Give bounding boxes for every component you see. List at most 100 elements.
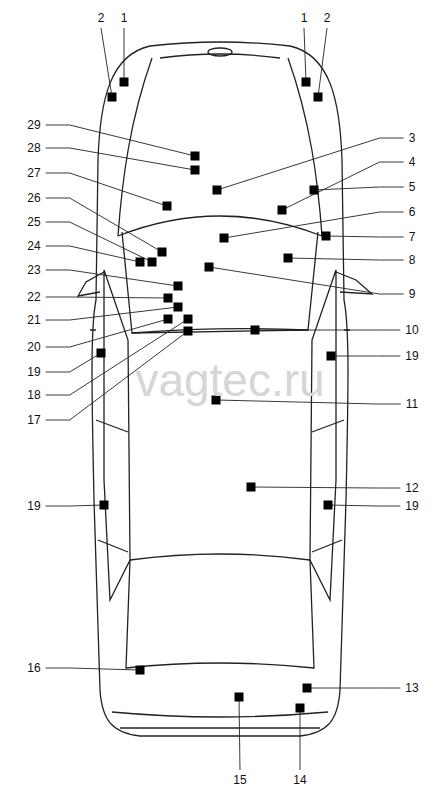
callout-number: 7 (408, 230, 417, 244)
bumper-rear (120, 727, 320, 728)
callout-number: 2 (97, 11, 106, 25)
location-marker (97, 349, 106, 358)
callout-number: 1 (300, 11, 309, 25)
logo (208, 48, 232, 56)
leader-line (46, 125, 195, 156)
trunk-line (112, 712, 328, 717)
callout-number: 19 (404, 499, 419, 513)
leader-line (46, 319, 168, 347)
callout-number: 8 (408, 253, 417, 267)
car-body (92, 42, 348, 736)
callout-number: 17 (26, 413, 41, 427)
side-window (310, 270, 336, 600)
location-marker (324, 501, 333, 510)
leader-line (251, 487, 400, 488)
leader-line (46, 307, 178, 320)
callout-number: 16 (26, 661, 41, 675)
leader-line (239, 697, 240, 770)
location-marker (174, 303, 183, 312)
location-marker (327, 352, 336, 361)
location-marker (213, 186, 222, 195)
callout-number: 21 (26, 313, 41, 327)
location-marker (184, 315, 193, 324)
windshield (118, 216, 322, 236)
leader-line (46, 222, 152, 262)
callout-number: 2 (323, 11, 332, 25)
leader-line (46, 198, 162, 252)
leader-line (46, 505, 104, 506)
hood-line (288, 58, 322, 236)
callout-number: 24 (26, 239, 41, 253)
leader-line (300, 708, 301, 770)
callout-number: 12 (404, 481, 419, 495)
callout-number: 19 (26, 499, 41, 513)
callout-number: 23 (26, 263, 41, 277)
location-marker (174, 282, 183, 291)
callout-number: 9 (408, 287, 417, 301)
callout-number: 1 (120, 11, 129, 25)
hood-line (118, 58, 152, 236)
door-line (96, 420, 344, 432)
callout-number: 18 (26, 388, 41, 402)
roof-front (132, 329, 308, 333)
leader-line (209, 267, 404, 294)
leader-line (101, 28, 112, 97)
leader-line (124, 28, 125, 82)
leader-line (328, 505, 400, 506)
callout-number: 5 (408, 180, 417, 194)
callout-number: 10 (404, 323, 419, 337)
location-marker (303, 684, 312, 693)
leader-line (314, 187, 404, 190)
mirror (336, 272, 372, 294)
leader-line (46, 173, 167, 206)
location-marker (235, 693, 244, 702)
callout-number: 14 (292, 773, 307, 787)
location-marker (284, 254, 293, 263)
location-marker (108, 93, 117, 102)
rear-window (130, 554, 310, 560)
location-marker (247, 483, 256, 492)
leader-line (282, 162, 404, 210)
callout-number: 29 (26, 118, 41, 132)
callout-number: 20 (26, 340, 41, 354)
callout-number: 11 (405, 397, 419, 411)
location-marker (251, 326, 260, 335)
location-marker (302, 78, 311, 87)
location-marker (136, 666, 145, 675)
leader-line (331, 356, 400, 357)
location-marker (191, 166, 200, 175)
location-marker (220, 234, 229, 243)
location-marker (164, 294, 173, 303)
door-line (98, 540, 342, 552)
location-marker (100, 501, 109, 510)
leader-line (288, 258, 404, 260)
leader-line (46, 353, 101, 372)
leader-line (255, 330, 400, 331)
location-marker (184, 327, 193, 336)
rear-window (126, 560, 314, 668)
callout-number: 19 (404, 349, 419, 363)
location-marker (310, 186, 319, 195)
callout-number: 13 (404, 681, 419, 695)
location-marker (158, 248, 167, 257)
callout-number: 25 (26, 215, 41, 229)
location-marker (278, 206, 287, 215)
callout-number: 3 (408, 131, 417, 145)
callout-number: 28 (26, 141, 41, 155)
watermark: vagtec.ru (135, 353, 324, 407)
location-marker (148, 258, 157, 267)
location-marker (314, 93, 323, 102)
callout-number: 27 (26, 166, 41, 180)
leader-line (46, 148, 195, 170)
leader-line (318, 28, 327, 97)
leader-line (224, 212, 404, 238)
leader-line (326, 236, 404, 237)
location-marker (120, 78, 129, 87)
side-window (104, 270, 130, 600)
leader-line (46, 668, 140, 670)
leader-line (307, 688, 400, 689)
location-marker (296, 704, 305, 713)
leader-line (46, 270, 178, 286)
location-marker (205, 263, 214, 272)
